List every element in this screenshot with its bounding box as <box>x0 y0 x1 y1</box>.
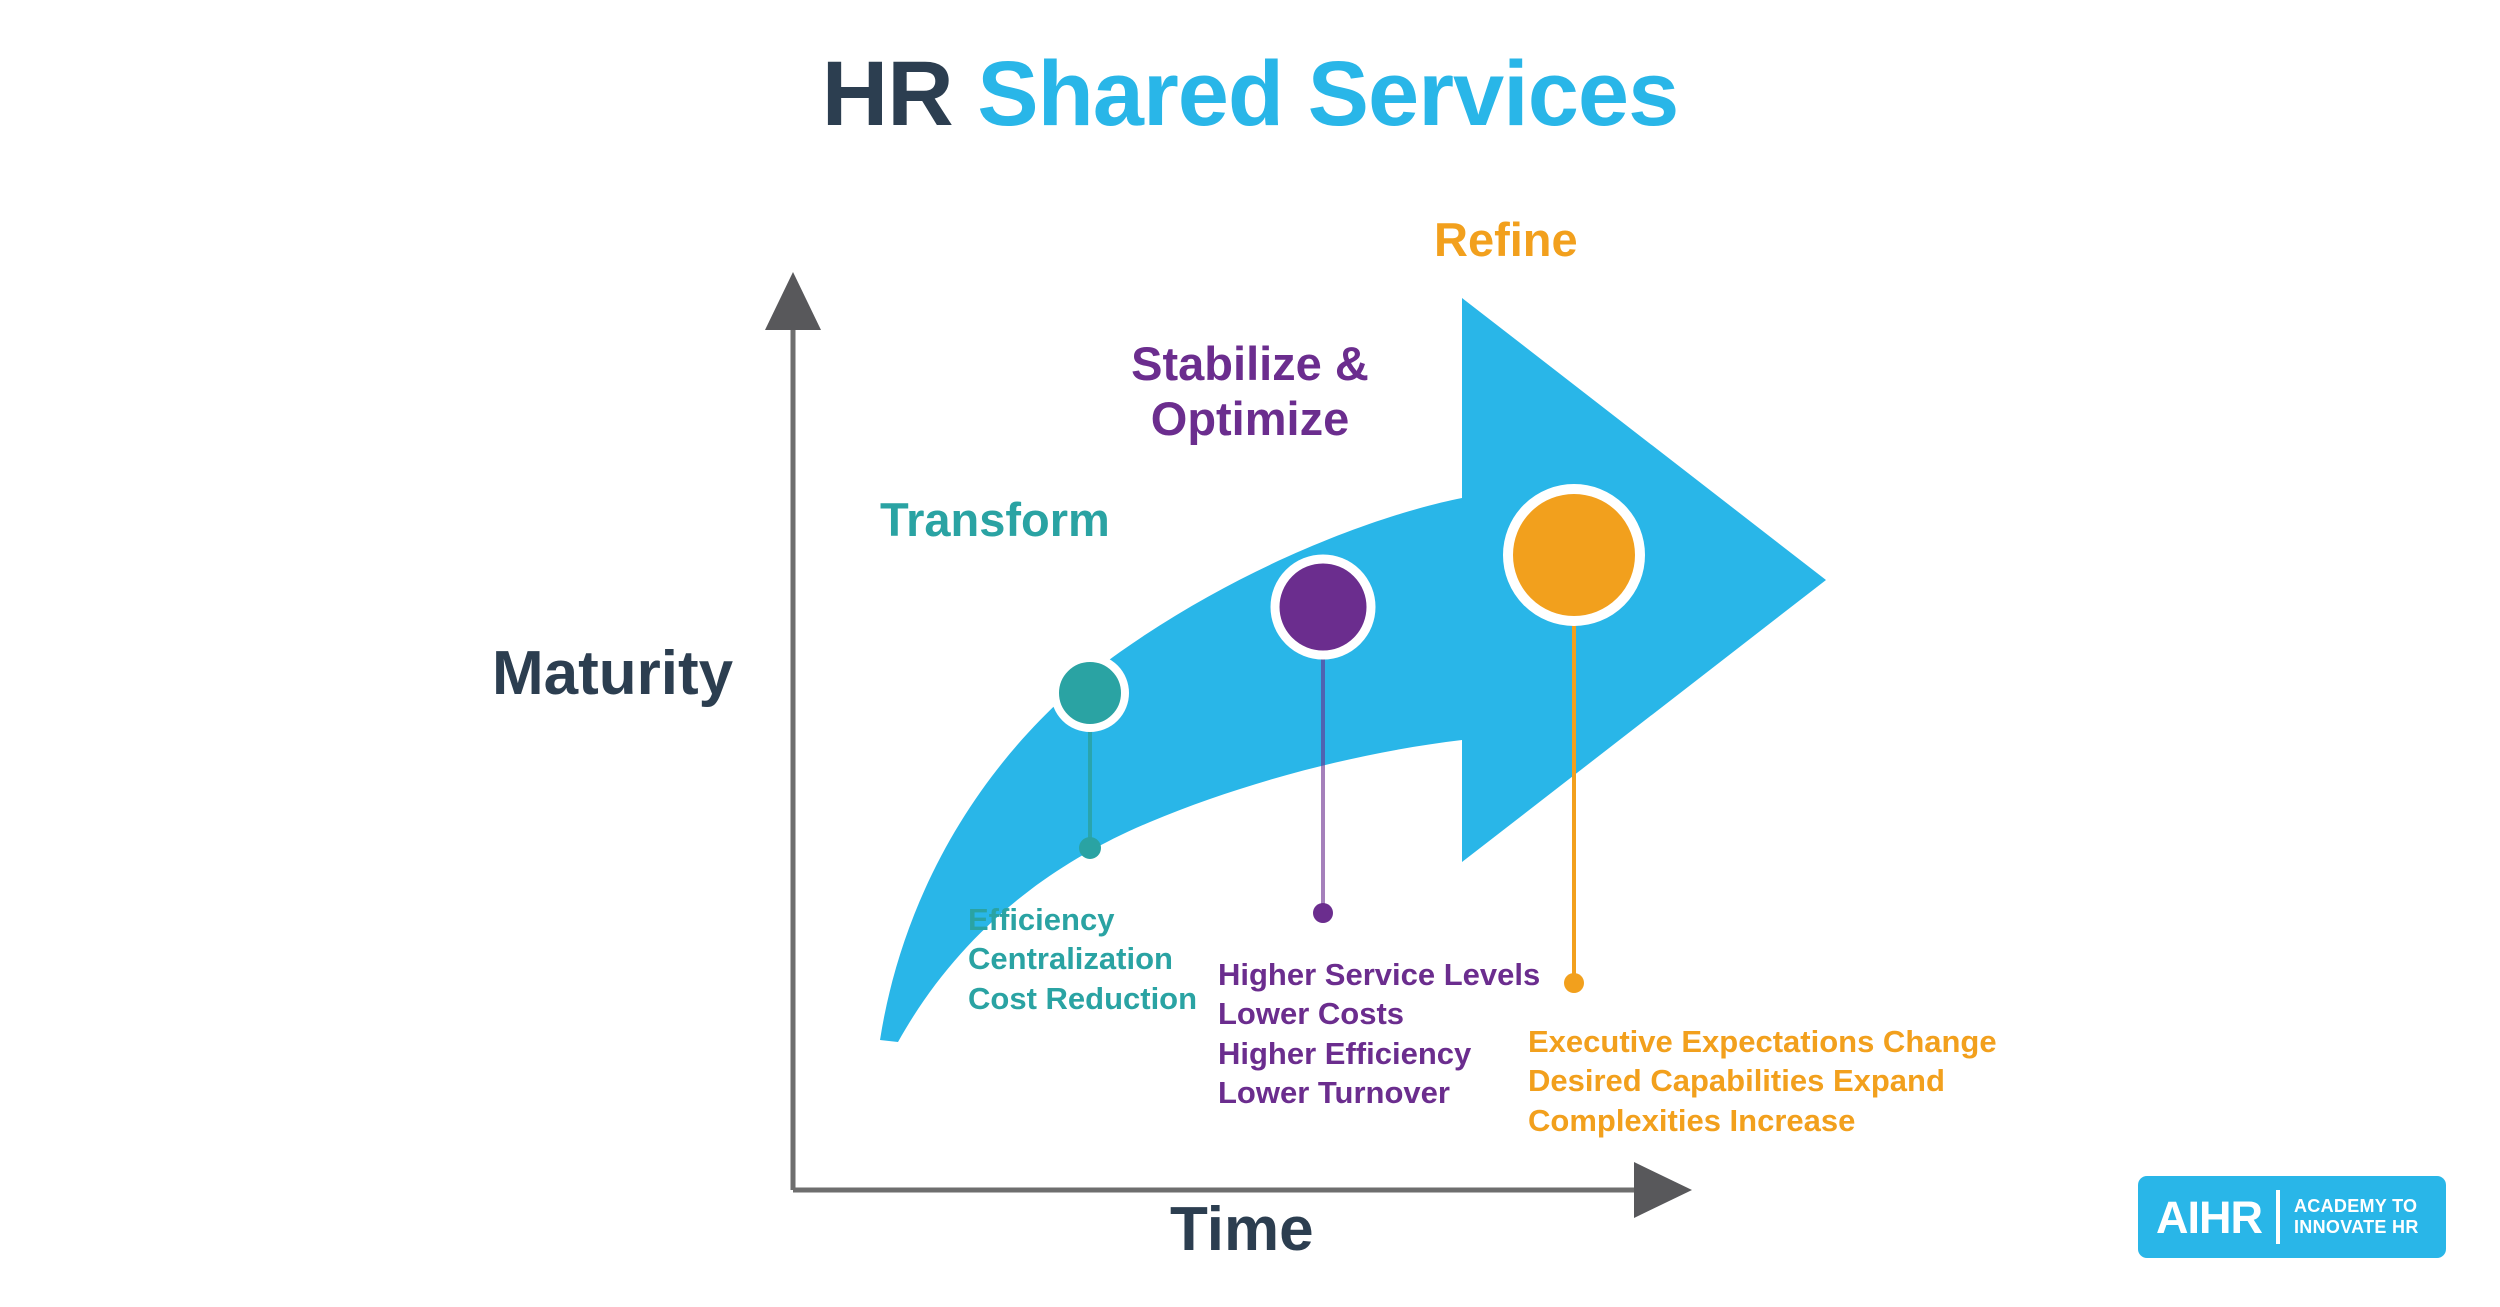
y-axis-label: Maturity <box>492 639 734 708</box>
title-part-blue: Shared Services <box>977 43 1679 145</box>
stage-marker-refine[interactable] <box>1503 484 1645 626</box>
list-item: Cost Reduction <box>968 980 1198 1016</box>
stage-label-stabilize-optimize: Stabilize & Optimize <box>1130 336 1370 447</box>
list-item: Lower Turnover <box>1218 1075 1450 1111</box>
logo-tagline: ACADEMY TO INNOVATE HR <box>2294 1196 2419 1238</box>
stage-marker-stabilize[interactable] <box>1270 554 1376 660</box>
x-axis-label: Time <box>1170 1195 1314 1264</box>
list-item: Lower Costs <box>1218 996 1405 1032</box>
bullet-list-stabilize-optimize: Higher Service Levels Lower Costs Higher… <box>1218 955 1540 1112</box>
stage-label-transform: Transform <box>880 493 1110 546</box>
x-axis-arrowhead <box>1634 1162 1692 1218</box>
list-item: Complexities Increase <box>1528 1102 1856 1138</box>
page-title: HR Shared Services <box>0 42 2500 147</box>
stage-marker-transform[interactable] <box>1051 654 1129 732</box>
list-item: Executive Expectations Change <box>1528 1024 1997 1059</box>
title-part-dark: HR <box>821 43 978 145</box>
list-item: Centralization <box>968 941 1173 977</box>
bullet-list-transform: Efficiency Centralization Cost Reduction <box>968 900 1197 1018</box>
logo-divider <box>2276 1190 2280 1244</box>
list-item: Higher Efficiency <box>1218 1035 1472 1071</box>
logo-wordmark: AIHR <box>2156 1191 2263 1243</box>
stage-label-refine: Refine <box>1434 213 1578 266</box>
list-item: Higher Service Levels <box>1218 957 1541 992</box>
y-axis-arrowhead <box>765 272 821 330</box>
aihr-logo[interactable]: AIHR ACADEMY TO INNOVATE HR <box>2138 1176 2446 1258</box>
connector-dot-refine <box>1564 973 1584 993</box>
logo-tagline-line2: INNOVATE HR <box>2294 1217 2419 1237</box>
stage-label-stabilize-line1: Stabilize & <box>1131 337 1369 390</box>
list-item: Desired Capabilities Expand <box>1528 1063 1945 1099</box>
logo-tagline-line1: ACADEMY TO <box>2294 1195 2418 1216</box>
connector-dot-stabilize <box>1313 903 1333 923</box>
stage-label-stabilize-line2: Optimize <box>1150 392 1350 446</box>
list-item: Efficiency <box>968 902 1115 937</box>
connector-dot-transform <box>1079 837 1101 859</box>
bullet-list-refine: Executive Expectations Change Desired Ca… <box>1528 1022 1997 1140</box>
blue-growth-arrow <box>880 298 1826 1042</box>
